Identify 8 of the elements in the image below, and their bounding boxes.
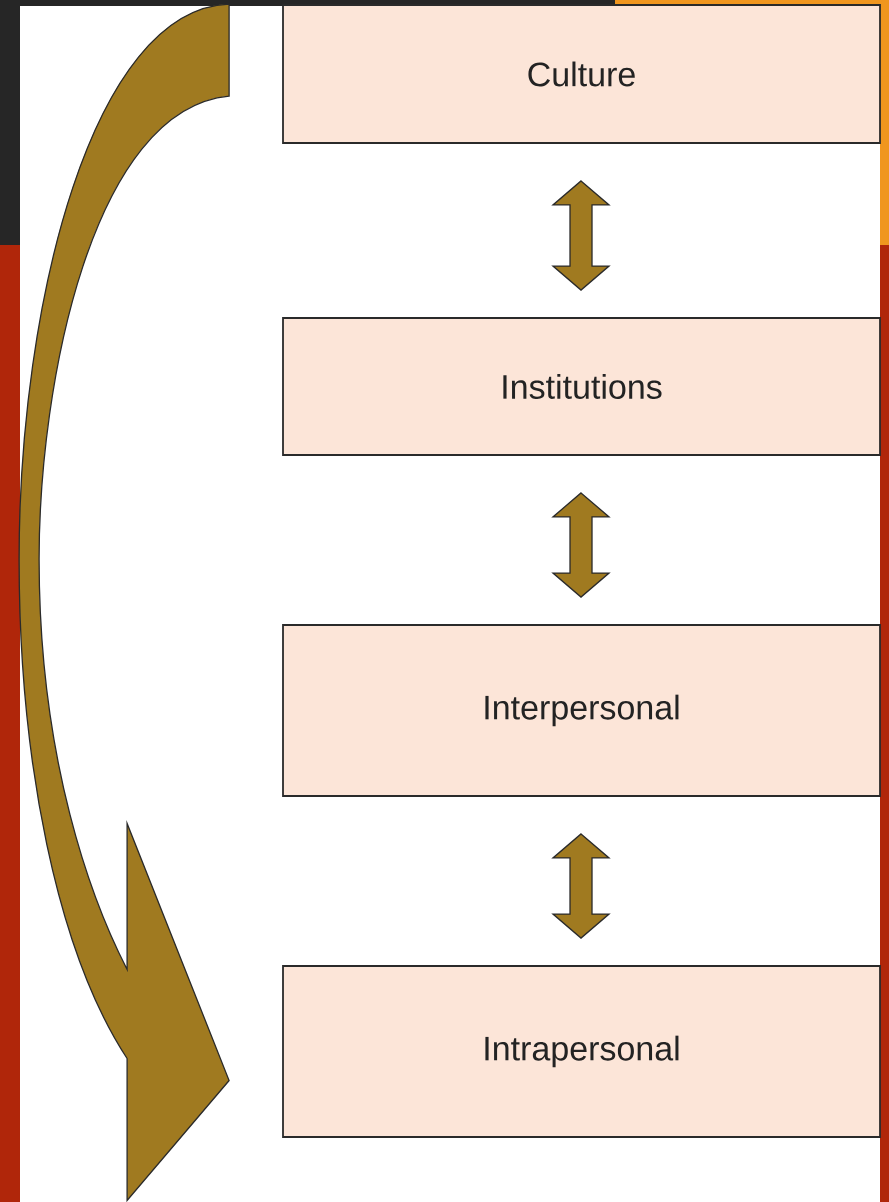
double-arrow [551,833,611,939]
level-box: Interpersonal [282,624,881,797]
level-box: Intrapersonal [282,965,881,1138]
double-arrow [551,180,611,291]
double-arrow [551,492,611,598]
curved-arrow [18,3,230,1202]
level-box: Culture [282,4,881,144]
level-box: Institutions [282,317,881,456]
